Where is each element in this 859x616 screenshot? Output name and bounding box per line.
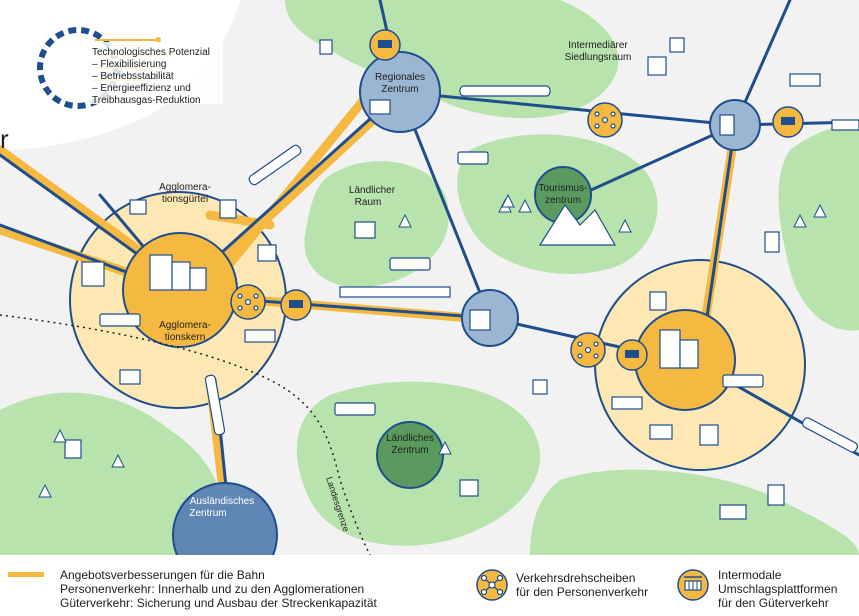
train-icon bbox=[459, 85, 551, 97]
legend-hub-line2: für den Personenverkehr bbox=[516, 585, 649, 599]
truck-icon bbox=[611, 396, 643, 410]
legend-freight-line3: für den Güterverkehr bbox=[718, 596, 829, 610]
agglo-belt-label-2: tionsgürtel bbox=[162, 194, 208, 205]
building-icon bbox=[469, 309, 491, 331]
legend-bahn-title: Angebotsverbesserungen für die Bahn bbox=[60, 568, 265, 582]
building-icon bbox=[189, 267, 207, 291]
building-icon bbox=[219, 199, 237, 219]
tourism-center-label-1: Tourismus- bbox=[539, 183, 588, 194]
building-icon bbox=[64, 439, 82, 459]
tree-icon bbox=[111, 453, 125, 468]
building-icon bbox=[649, 424, 673, 440]
green-area-countryside bbox=[304, 161, 449, 288]
building-icon bbox=[649, 291, 667, 311]
tech-item-3: – Energieeffizienz und bbox=[92, 83, 191, 94]
regional-center-label-1: Regionales bbox=[375, 72, 425, 83]
tree-icon bbox=[813, 203, 827, 218]
building-icon bbox=[171, 261, 191, 291]
building-icon bbox=[699, 424, 719, 446]
building-icon bbox=[319, 39, 333, 55]
freight-platform-legend-icon bbox=[677, 569, 709, 601]
foreign-center-label-1: Ausländisches bbox=[190, 496, 254, 507]
legend-freight-line1: Intermodale bbox=[718, 568, 782, 582]
national-border-line bbox=[0, 314, 371, 555]
tech-item-4: Treibhausgas-Reduktion bbox=[92, 95, 201, 106]
tech-item-1: – Flexibilisierung bbox=[92, 59, 166, 70]
tree-icon bbox=[518, 198, 532, 213]
bus-icon bbox=[722, 374, 764, 388]
building-icon bbox=[679, 339, 699, 369]
building-icon bbox=[659, 329, 681, 369]
hub-east-circle bbox=[709, 99, 761, 151]
tree-icon bbox=[438, 440, 452, 455]
tree-icon bbox=[398, 213, 412, 228]
building-icon bbox=[81, 261, 105, 287]
building-icon bbox=[459, 479, 479, 497]
legend-hub-line1: Verkehrsdrehscheiben bbox=[516, 571, 636, 585]
building-icon bbox=[257, 244, 277, 262]
tree-icon bbox=[38, 483, 52, 498]
rural-center-label-1: Ländliches bbox=[386, 433, 434, 444]
legend: Angebotsverbesserungen für die Bahn Pers… bbox=[0, 555, 859, 616]
rural-center-circle bbox=[376, 421, 444, 489]
building-icon bbox=[767, 484, 785, 506]
rural-center-label-2: Zentrum bbox=[391, 445, 428, 456]
transport-network-map: Technologisches Potenzial – Flexibilisie… bbox=[0, 0, 859, 555]
train-icon bbox=[339, 286, 451, 298]
building-icon bbox=[647, 56, 667, 76]
truck-icon bbox=[789, 73, 821, 87]
building-icon bbox=[354, 221, 376, 239]
truck-icon bbox=[244, 329, 276, 343]
building-icon bbox=[719, 504, 747, 520]
improvement-swatch bbox=[8, 572, 44, 577]
train-icon bbox=[248, 144, 302, 186]
train-icon bbox=[204, 374, 226, 436]
tree-icon bbox=[618, 218, 632, 233]
passenger-hub-legend-icon bbox=[476, 569, 508, 601]
bus-icon bbox=[334, 402, 376, 416]
bus-icon bbox=[99, 313, 141, 327]
foreign-center-circle bbox=[172, 482, 278, 555]
building-icon bbox=[149, 254, 173, 291]
building-icon bbox=[532, 379, 548, 395]
agglo-belt-label-1: Agglomera- bbox=[159, 182, 211, 193]
tree-icon bbox=[501, 193, 515, 208]
rural-space-label-2: Raum bbox=[355, 197, 382, 208]
green-area-south bbox=[0, 392, 222, 555]
bus-icon bbox=[389, 257, 431, 271]
building-icon bbox=[764, 231, 780, 253]
agglo-core-label-2: tionskern bbox=[165, 332, 206, 343]
legend-bahn-line1: Personenverkehr: Innerhalb und zu den Ag… bbox=[60, 582, 365, 596]
tree-icon bbox=[53, 428, 67, 443]
agglo-core-label-1: Agglomera- bbox=[159, 320, 211, 331]
stray-letter: r bbox=[0, 124, 9, 154]
rural-space-label-1: Ländlicher bbox=[349, 185, 396, 196]
legend-freight-line2: Umschlagsplattformen bbox=[718, 582, 838, 596]
tech-potential-title: Technologisches Potenzial bbox=[92, 47, 210, 58]
train-icon bbox=[801, 417, 859, 453]
building-icon bbox=[719, 114, 735, 136]
mountain-icon bbox=[538, 203, 617, 246]
truck-icon bbox=[831, 119, 859, 131]
regional-center-label-2: Zentrum bbox=[381, 84, 418, 95]
bus-icon bbox=[457, 151, 489, 165]
green-area-east bbox=[778, 124, 859, 331]
tree-icon bbox=[793, 213, 807, 228]
tourism-center-label-2: zentrum bbox=[545, 195, 581, 206]
building-icon bbox=[669, 37, 685, 53]
building-icon bbox=[369, 99, 391, 115]
foreign-center-label-2: Zentrum bbox=[189, 508, 226, 519]
intermediate-space-label-2: Siedlungsraum bbox=[565, 52, 632, 63]
building-icon bbox=[119, 369, 141, 385]
building-icon bbox=[129, 199, 147, 215]
intermediate-space-label-1: Intermediärer bbox=[568, 40, 628, 51]
legend-bahn-line2: Güterverkehr: Sicherung und Ausbau der S… bbox=[60, 596, 377, 610]
green-area-southeast bbox=[530, 469, 859, 555]
tech-item-2: – Betriebsstabilität bbox=[92, 71, 174, 82]
